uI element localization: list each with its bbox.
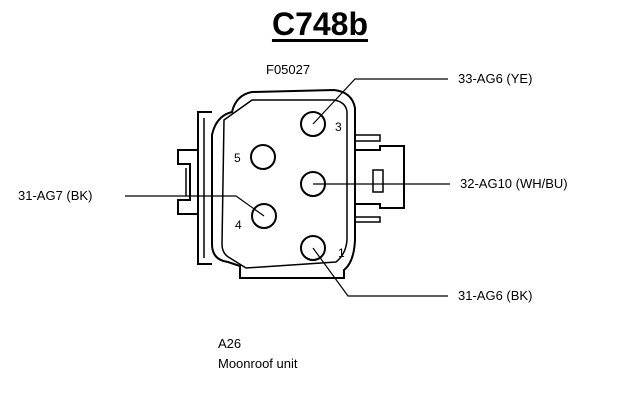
wire-label-pin-2: 32-AG10 (WH/BU) bbox=[460, 176, 568, 191]
left-latch bbox=[177, 149, 198, 215]
connector-housing-outline bbox=[211, 88, 356, 279]
pin-cavity-5 bbox=[250, 144, 276, 170]
connector-title: C748b bbox=[271, 6, 369, 42]
pin-cavity-1 bbox=[300, 235, 326, 261]
component-id: A26 bbox=[218, 336, 242, 351]
pin-cavity-3 bbox=[300, 111, 326, 137]
connector-face-outline bbox=[221, 99, 348, 269]
pin-number-3: 3 bbox=[335, 120, 342, 134]
pin-cavity-4 bbox=[251, 203, 277, 229]
wire-label-pin-4: 31-AG7 (BK) bbox=[18, 188, 93, 203]
right-lock bbox=[355, 145, 405, 209]
component-name: Moonroof unit bbox=[218, 356, 298, 371]
pin-number-5: 5 bbox=[234, 151, 241, 165]
leader-line-pin-3 bbox=[312, 78, 448, 125]
leader-line-pin-4 bbox=[125, 195, 265, 217]
right-lock-slot bbox=[372, 169, 384, 193]
right-rail-bottom bbox=[355, 216, 381, 223]
right-rail-top bbox=[355, 134, 381, 142]
pin-number-1: 1 bbox=[338, 246, 345, 260]
left-bracket bbox=[197, 111, 212, 265]
pin-number-4: 4 bbox=[235, 218, 242, 232]
wire-label-pin-3: 33-AG6 (YE) bbox=[458, 71, 533, 86]
leader-line-pin-1 bbox=[312, 247, 448, 297]
figure-code: F05027 bbox=[266, 62, 311, 77]
wire-label-pin-1: 31-AG6 (BK) bbox=[458, 288, 533, 303]
